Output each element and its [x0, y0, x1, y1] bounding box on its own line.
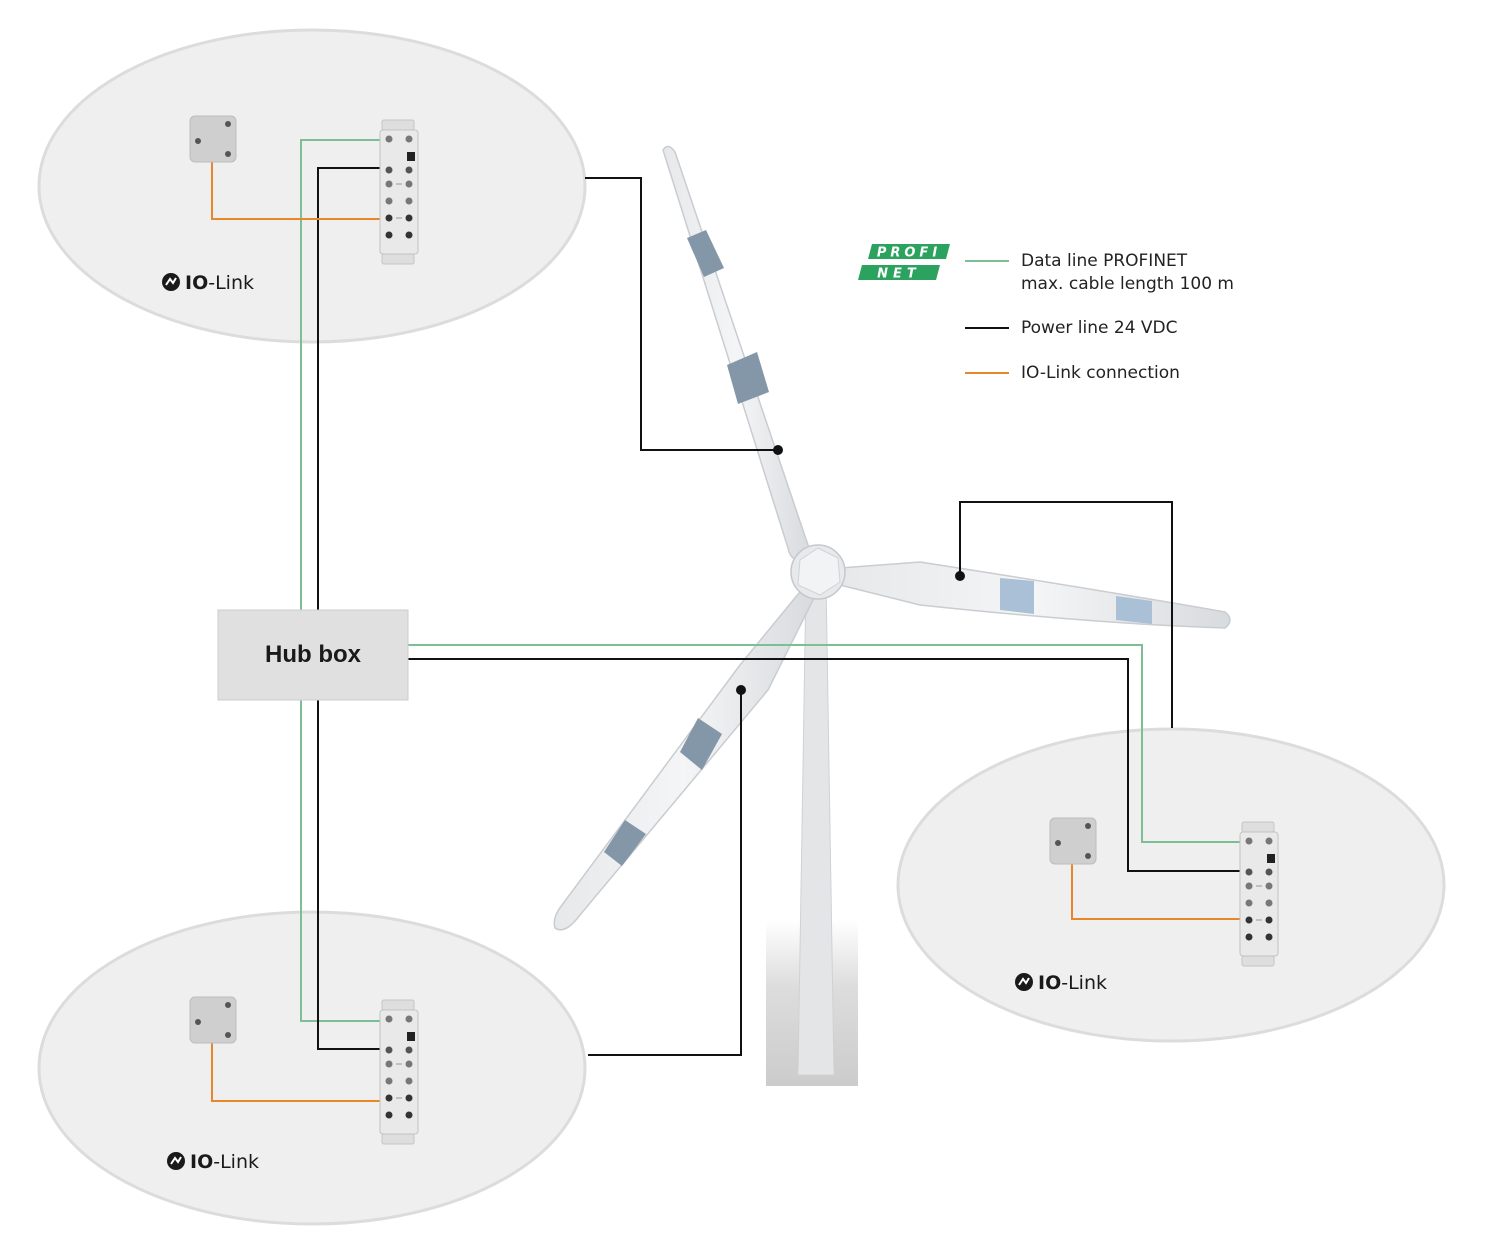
io-link-label-bottom-left: IO-Link	[166, 1151, 259, 1173]
data-line-bottom	[300, 700, 380, 1022]
io-link-logo-icon	[161, 272, 181, 292]
svg-text:IO-Link: IO-Link	[190, 1151, 259, 1173]
legend: PROFI NET Data line PROFINET max. cable …	[858, 244, 1234, 383]
io-module-icon	[379, 119, 419, 265]
svg-text:PROFI: PROFI	[877, 246, 941, 261]
svg-text:IO-Link: IO-Link	[1038, 972, 1107, 994]
zone-ellipse-bottom-left	[37, 910, 587, 1226]
io-link-logo-icon	[166, 1151, 186, 1171]
legend-power-line-label: Power line 24 VDC	[1021, 318, 1178, 338]
hub-box	[217, 609, 409, 701]
data-line-top	[300, 139, 380, 610]
blade-line-top	[585, 177, 778, 451]
svg-text:IO-Link: IO-Link	[185, 272, 254, 294]
io-link-logo-icon	[1014, 972, 1034, 992]
io-link-label-top-left: IO-Link	[161, 272, 254, 294]
blade-sensor-point-top	[773, 445, 783, 455]
sensor-icon	[189, 115, 237, 163]
legend-data-line-note: max. cable length 100 m	[1021, 274, 1234, 294]
iolink-line-bottom	[211, 1042, 380, 1102]
iolink-line-right	[1071, 862, 1240, 920]
blade-line-right	[959, 501, 1173, 728]
power-line-top	[317, 167, 380, 610]
blade-line-bottom	[588, 690, 742, 1056]
hub-box-label: Hub box	[265, 641, 362, 668]
io-module-icon	[1239, 821, 1279, 967]
sensor-icon	[189, 996, 237, 1044]
legend-iolink-line-label: IO-Link connection	[1021, 363, 1180, 383]
iolink-line-top	[211, 160, 380, 220]
power-line-right	[408, 658, 1240, 872]
blade-sensor-point-right	[955, 571, 965, 581]
svg-text:NET: NET	[877, 267, 921, 282]
profinet-logo-icon: PROFI NET	[858, 244, 950, 282]
zone-ellipse-right	[896, 727, 1446, 1043]
data-line-right	[408, 644, 1240, 843]
blade-sensor-point-bottom	[736, 685, 746, 695]
zone-ellipse-top-left	[37, 28, 587, 344]
legend-data-line-label: Data line PROFINET	[1021, 251, 1188, 271]
wind-turbine-icon	[553, 145, 1231, 1086]
io-link-label-right: IO-Link	[1014, 972, 1107, 994]
sensor-icon	[1049, 817, 1097, 865]
power-line-bottom	[317, 700, 380, 1050]
io-module-icon	[379, 999, 419, 1145]
